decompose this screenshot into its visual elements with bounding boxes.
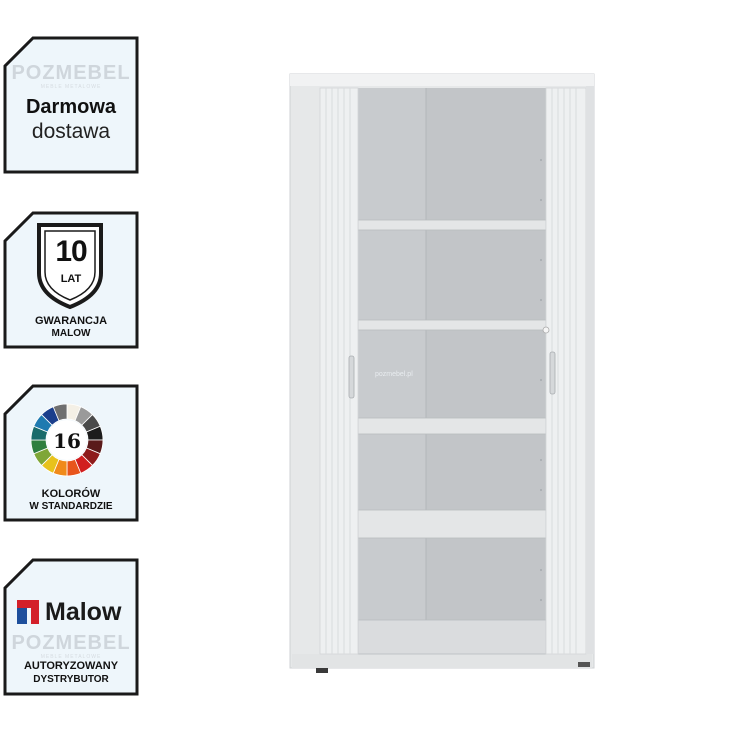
free-delivery-badge: POZMEBEL MEBLE METALOWE Darmowa dostawa: [3, 36, 139, 174]
color-wheel-icon: [30, 403, 104, 477]
pozmebel-watermark: POZMEBEL: [11, 62, 131, 84]
badge-line2: W STANDARDZIE: [29, 501, 113, 512]
badge-frame: [3, 558, 139, 696]
warranty-badge: 10 LAT GWARANCJA MALOW: [3, 211, 139, 349]
lock-icon: [542, 326, 550, 334]
colors-badge: 16 KOLORÓW W STANDARDZIE: [3, 384, 139, 522]
pozmebel-watermark: POZMEBEL: [11, 632, 131, 654]
pozmebel-watermark-sub: MEBLE METALOWE: [40, 84, 102, 90]
pozmebel-watermark-sub: MEBLE METALOWE: [40, 654, 102, 660]
badge-line1: GWARANCJA: [34, 315, 108, 327]
badge-frame: [3, 36, 139, 174]
warranty-unit: LAT: [60, 273, 82, 285]
badge-line1: Darmowa: [25, 96, 117, 118]
malow-brand: Malow: [45, 598, 122, 626]
badge-line2: DYSTRYBUTOR: [33, 674, 109, 685]
left-tambour-door: [319, 87, 359, 655]
colors-count: 16: [53, 429, 81, 453]
warranty-years: 10: [55, 235, 87, 268]
badge-frame: [3, 211, 139, 349]
pozmebel-watermark: pozmebel.pl: [375, 371, 413, 378]
left-door-handle: [348, 355, 355, 399]
color-wheel-center: [47, 420, 87, 460]
badge-line1: KOLORÓW: [41, 488, 101, 500]
shelves: [357, 219, 547, 655]
badge-line1: AUTORYZOWANY: [23, 660, 119, 672]
badge-line2: dostawa: [31, 120, 111, 143]
shield-icon: [37, 223, 103, 310]
malow-logo-icon: [17, 600, 39, 624]
cabinet-product-image: pozmebel.pl: [289, 73, 595, 673]
authorized-distributor-badge: Malow POZMEBEL MEBLE METALOWE AUTORYZOWA…: [3, 558, 139, 696]
right-tambour-door: [542, 87, 587, 655]
color-swatch: [52, 403, 68, 422]
right-door-handle: [549, 351, 556, 395]
badge-line2: MALOW: [51, 328, 91, 339]
cabinet-foot-left: [316, 668, 328, 673]
badge-frame: [3, 384, 139, 522]
